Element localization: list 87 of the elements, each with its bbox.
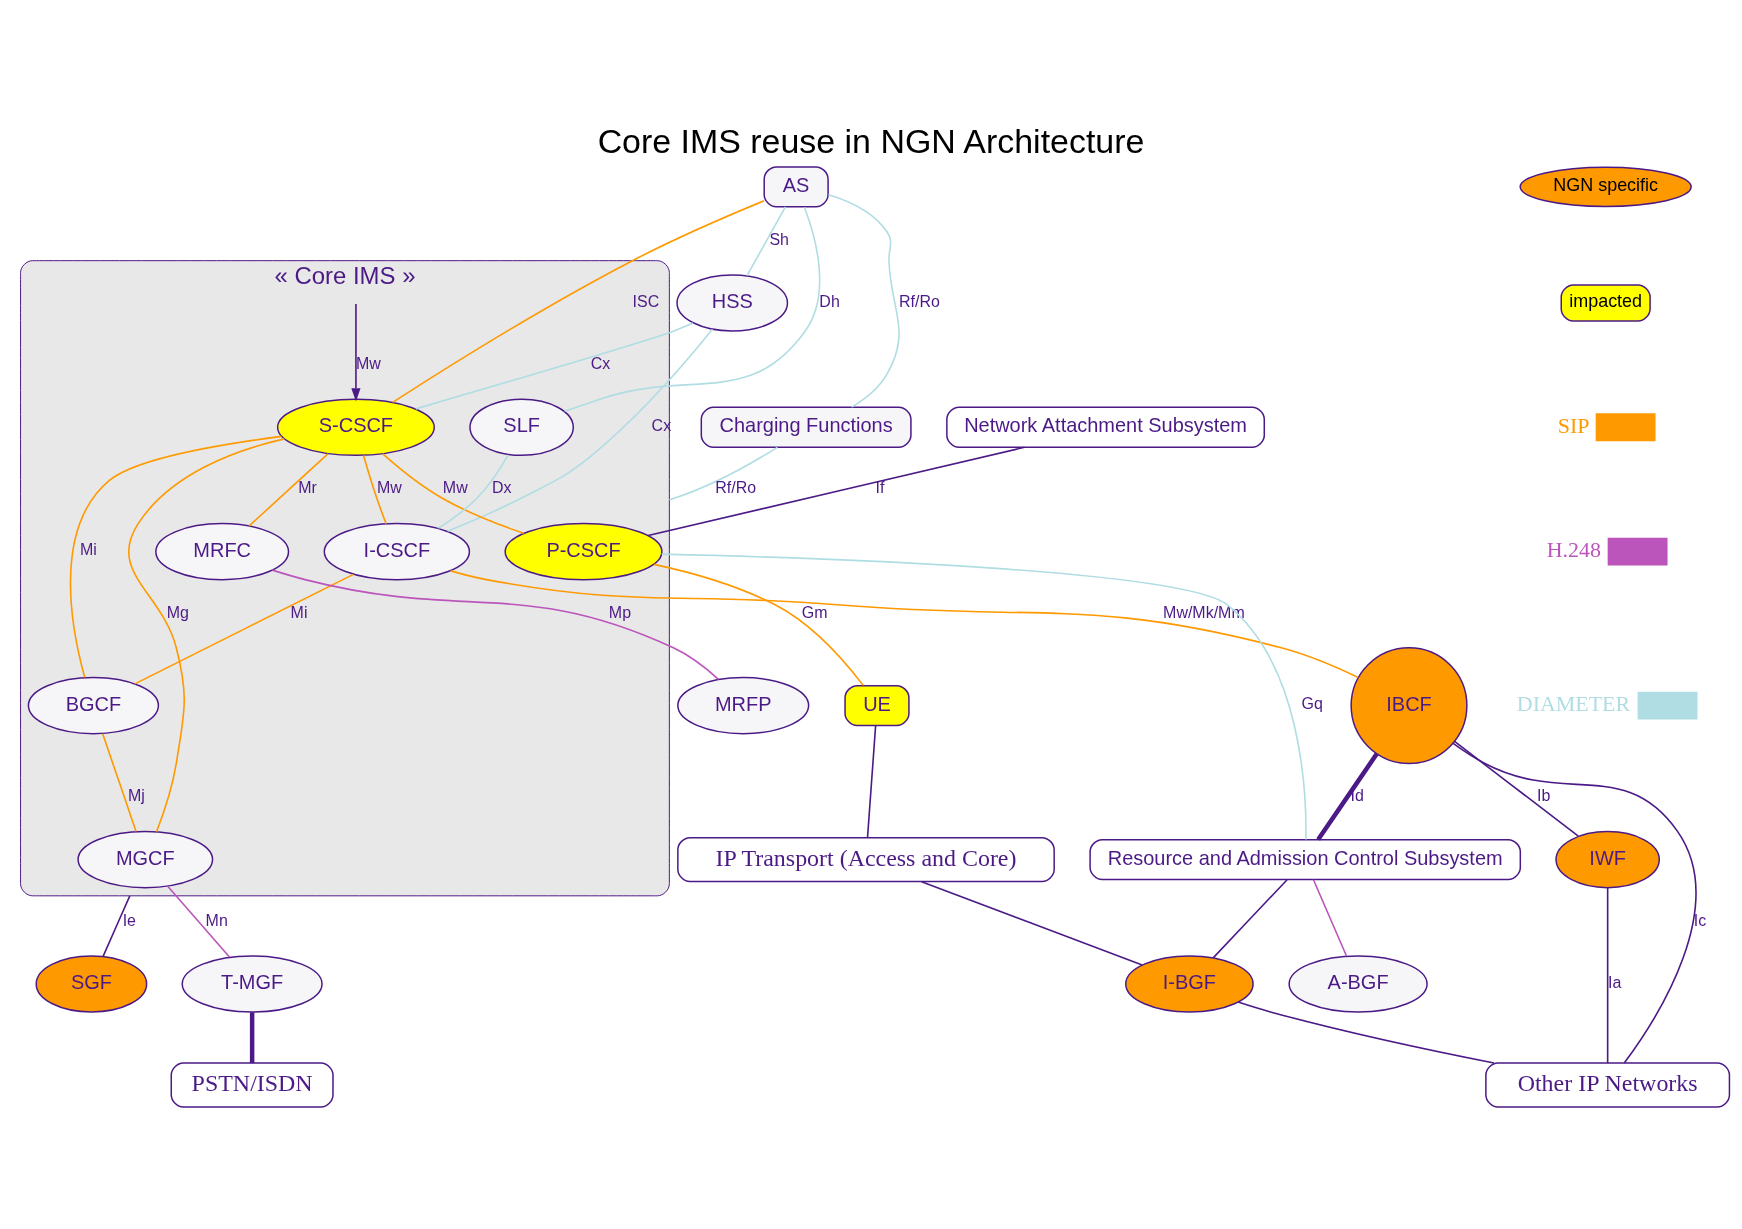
edge-label: Mi — [80, 541, 97, 559]
connector — [102, 895, 131, 957]
node-box: Charging Functions — [700, 406, 912, 448]
node-box: Network Attachment Subsystem — [946, 406, 1266, 448]
node-ellipse: P-CSCF — [504, 522, 663, 581]
node-ellipse: IWF — [1555, 830, 1661, 889]
connector — [1316, 752, 1379, 841]
node-box: IP Transport (Access and Core) — [677, 836, 1055, 883]
connector — [660, 553, 1307, 841]
connector — [271, 569, 720, 681]
edge-label: Dx — [491, 479, 512, 497]
connector — [166, 885, 231, 958]
connector — [827, 193, 900, 408]
edge-label: Mp — [608, 603, 632, 621]
connector — [746, 206, 787, 277]
edge-label: ISC — [632, 292, 660, 310]
edge-label: Gm — [801, 603, 828, 621]
edge-label: Ia — [1607, 973, 1622, 991]
node-ellipse: MRFP — [677, 676, 810, 735]
connector — [1606, 887, 1609, 1064]
connector — [1312, 878, 1348, 957]
edge-label: Rf/Ro — [715, 479, 757, 497]
connector — [1237, 1001, 1495, 1064]
connector — [134, 573, 355, 685]
legend-label: H.248 — [1546, 537, 1601, 563]
arrow — [351, 303, 361, 402]
node-circle: IBCF — [1350, 647, 1468, 765]
edge-label: Ic — [1693, 911, 1707, 929]
connector — [446, 328, 714, 532]
edge-label: Mw — [442, 479, 468, 497]
connector — [866, 725, 877, 839]
edge-label: Mw — [355, 354, 381, 372]
edge-label: Mr — [298, 479, 317, 497]
edge-label: Mj — [127, 787, 145, 805]
legend-label: DIAMETER — [1516, 691, 1631, 717]
node-ellipse: MRFC — [155, 522, 290, 581]
node-ellipse: A-BGF — [1288, 955, 1428, 1013]
edge-label: Mw — [376, 479, 402, 497]
connector — [391, 200, 765, 404]
connector — [101, 733, 137, 833]
node-box: AS — [763, 166, 829, 208]
connector — [647, 446, 1026, 537]
edge-label: Sh — [769, 230, 789, 248]
edge-label: Ib — [1537, 787, 1551, 805]
connector — [437, 454, 509, 529]
connector — [382, 453, 525, 535]
edge-label: If — [875, 479, 885, 497]
diagram-title: Core IMS reuse in NGN Architecture — [597, 122, 1145, 161]
connector — [69, 435, 283, 679]
edge-label: Cx — [590, 354, 611, 372]
node-ellipse: SGF — [35, 955, 148, 1013]
edge-label: Mn — [205, 911, 228, 929]
connector — [249, 1012, 255, 1064]
node-ellipse: I-CSCF — [323, 522, 471, 581]
connector — [1453, 740, 1580, 837]
connector — [449, 570, 1359, 679]
edge-label: Mi — [290, 603, 308, 621]
connector — [128, 438, 286, 833]
edge-label: Gq — [1301, 695, 1323, 713]
node-ellipse: I-BGF — [1125, 955, 1254, 1013]
connector — [668, 446, 779, 501]
legend-label: impacted — [1569, 291, 1643, 312]
node-ellipse: SLF — [469, 398, 575, 457]
edge-label: Ie — [122, 911, 137, 929]
edge-label: Rf/Ro — [899, 292, 940, 310]
node-box: Resource and Admission Control Subsystem — [1089, 838, 1522, 881]
connector — [920, 880, 1143, 966]
connector — [1212, 878, 1288, 959]
connector — [248, 453, 329, 527]
legend-label: SIP — [1557, 412, 1590, 438]
node-box: Other IP Networks — [1485, 1062, 1731, 1108]
connector — [563, 206, 821, 413]
connector — [415, 322, 694, 410]
connector — [1452, 742, 1697, 1064]
edge-label: Mw/Mk/Mm — [1163, 603, 1245, 621]
connector — [362, 454, 387, 525]
edge-label: Dh — [819, 292, 840, 310]
node-ellipse: BGCF — [27, 676, 160, 735]
legend-label: NGN specific — [1553, 175, 1659, 196]
node-box: PSTN/ISDN — [170, 1062, 334, 1108]
edge-label: Mg — [166, 603, 189, 621]
node-box: UE — [844, 684, 910, 727]
connector — [653, 563, 864, 687]
node-ellipse: T-MGF — [181, 955, 323, 1013]
node-ellipse: MGCF — [77, 830, 214, 889]
node-ellipse: HSS — [676, 274, 789, 332]
node-ellipse: S-CSCF — [276, 398, 436, 457]
